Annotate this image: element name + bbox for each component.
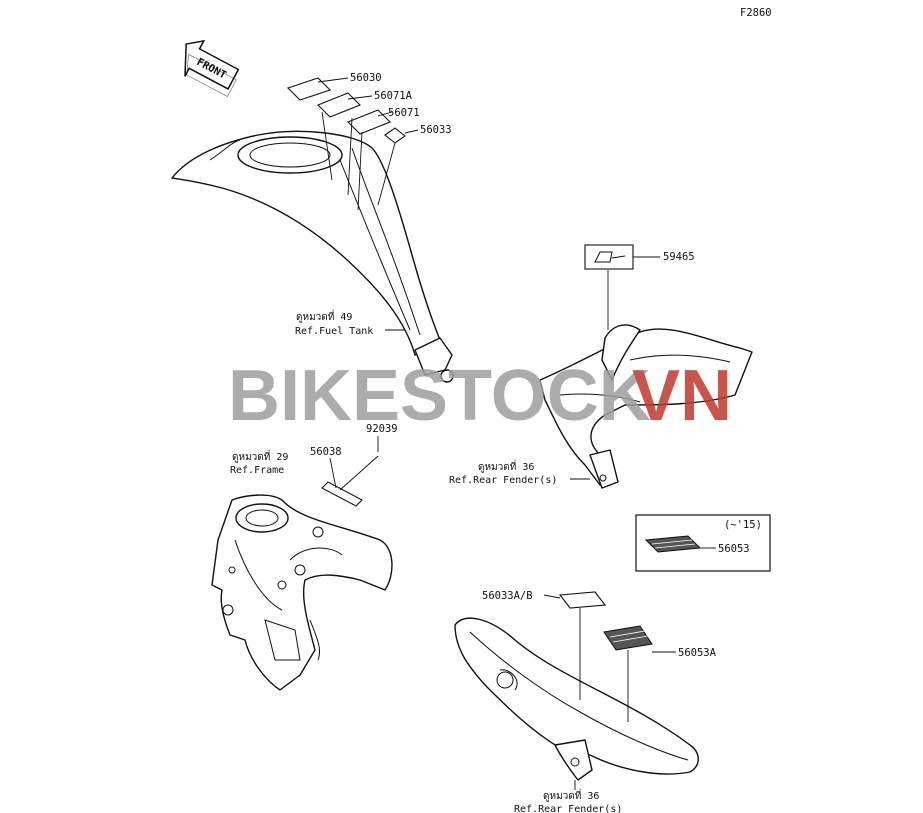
decal-56053a	[603, 625, 653, 651]
ref-fuel-tank: Ref.Fuel Tank	[295, 326, 373, 337]
label-56033ab: 56033A/B	[482, 590, 533, 602]
label-56038: 56038	[310, 446, 342, 458]
decal-56071a	[317, 92, 361, 118]
watermark-text-main: BIKESTOCK	[228, 356, 651, 436]
decal-56030	[286, 77, 332, 101]
ref-rear-fender-bottom: Ref.Rear Fender(s)	[514, 804, 622, 813]
label-plate-59465	[584, 244, 634, 270]
pin-92039	[339, 455, 379, 491]
ref-rear-fender: Ref.Rear Fender(s)	[449, 475, 557, 486]
label-59465: 59465	[663, 251, 695, 263]
decal-56071	[347, 109, 391, 135]
decal-56033	[384, 127, 406, 144]
label-56030: 56030	[350, 72, 382, 84]
front-arrow-icon: FRONT	[184, 39, 240, 98]
label-56053a: 56053A	[678, 647, 717, 659]
label-56033: 56033	[420, 124, 452, 136]
label-56053: 56053	[718, 543, 750, 555]
decal-56033ab	[558, 591, 607, 609]
inset-note: (~'15)	[724, 519, 762, 531]
label-56071: 56071	[388, 107, 420, 119]
ref-rear-fender-bottom-thai: ดูหมวดที่ 36	[543, 788, 599, 802]
figure-code: F2860	[740, 7, 772, 19]
ref-frame-thai: ดูหมวดที่ 29	[232, 449, 288, 463]
watermark-text-accent: VN	[632, 356, 732, 436]
ref-rear-fender-thai: ดูหมวดที่ 36	[478, 459, 534, 473]
watermark: BIKESTOCK VN	[228, 356, 732, 436]
fuel-tank-cover	[171, 130, 454, 383]
frame	[211, 494, 393, 691]
ref-frame: Ref.Frame	[230, 465, 284, 476]
chain-cover	[454, 617, 699, 781]
ref-fuel-tank-thai: ดูหมวดที่ 49	[296, 309, 352, 323]
sticker-56038	[321, 481, 363, 507]
rear-fender	[539, 324, 753, 489]
label-92039: 92039	[366, 423, 398, 435]
label-56071a: 56071A	[374, 90, 413, 102]
